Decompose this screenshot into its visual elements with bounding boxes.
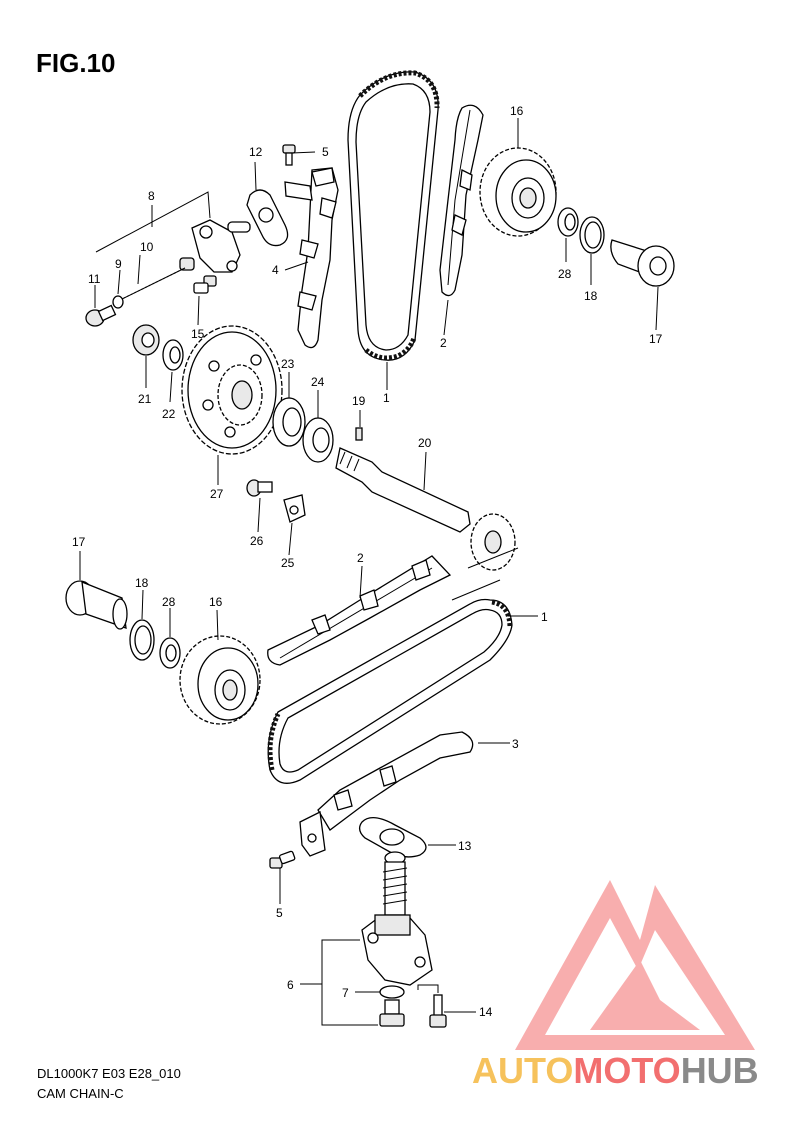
label-part-14: 14 <box>479 1005 493 1019</box>
washer-9 <box>112 295 124 309</box>
watermark-hub: HUB <box>681 1050 759 1091</box>
figure-title: FIG.10 <box>36 48 116 78</box>
label-part-9: 9 <box>115 257 122 271</box>
shaft-17-lower <box>65 580 128 630</box>
bolt-5-upper <box>282 144 296 166</box>
cam-chain-upper <box>347 70 440 361</box>
cam-chain-guide-lower <box>267 555 452 666</box>
section-name: CAM CHAIN-C <box>37 1086 124 1101</box>
label-part-6: 6 <box>287 978 294 992</box>
label-part-5-upper: 5 <box>322 145 329 159</box>
watermark-logo <box>515 880 755 1050</box>
o-ring-18-upper <box>579 216 605 254</box>
watermark-moto: MOTO <box>573 1050 680 1091</box>
label-part-17-upper: 17 <box>649 332 663 346</box>
spring-10 <box>119 267 186 301</box>
bolt-14 <box>429 994 447 1028</box>
gear-27 <box>181 325 283 455</box>
gasket-12 <box>246 189 289 247</box>
cam-chain-tensioner-lower <box>299 731 474 857</box>
label-part-19: 19 <box>352 394 366 408</box>
bolt-5-lower <box>269 850 296 869</box>
watermark-text: AUTOMOTOHUB <box>472 1050 759 1091</box>
label-part-5-lower: 5 <box>276 906 283 920</box>
label-part-22: 22 <box>162 407 176 421</box>
cam-chain-lower <box>267 598 513 784</box>
label-part-24: 24 <box>311 375 325 389</box>
label-part-16-upper: 16 <box>510 104 524 118</box>
washer-28-upper <box>557 207 579 237</box>
shaft-17-upper <box>610 239 675 287</box>
washer-28-lower <box>159 637 181 669</box>
label-part-18-upper: 18 <box>584 289 598 303</box>
bolt-15 <box>193 275 217 294</box>
label-part-21: 21 <box>138 392 152 406</box>
idler-shaft-20 <box>335 447 516 571</box>
idler-gear-16-lower <box>179 635 261 725</box>
plug-bolt-6 <box>379 999 405 1027</box>
label-part-28-upper: 28 <box>558 267 572 281</box>
label-part-16-lower: 16 <box>209 595 223 609</box>
label-part-11: 11 <box>88 272 101 286</box>
washer-22 <box>162 339 184 371</box>
bearing-24 <box>302 417 334 463</box>
bearing-23 <box>272 397 306 447</box>
label-part-8: 8 <box>148 189 155 203</box>
label-part-23: 23 <box>281 357 295 371</box>
label-part-13: 13 <box>458 839 472 853</box>
gasket-13 <box>358 817 427 858</box>
label-part-28-lower: 28 <box>162 595 176 609</box>
label-part-2-upper: 2 <box>440 336 447 350</box>
label-part-15: 15 <box>191 327 205 341</box>
label-part-7: 7 <box>342 986 349 1000</box>
plate-25 <box>283 494 306 523</box>
watermark-auto: AUTO <box>472 1050 573 1091</box>
bolt-26 <box>246 479 273 497</box>
label-part-1-lower: 1 <box>541 610 548 624</box>
tensioner-adjuster-upper <box>179 219 251 273</box>
nut-21 <box>132 324 160 356</box>
label-part-25: 25 <box>281 556 295 570</box>
key-19 <box>355 427 363 441</box>
label-part-20: 20 <box>418 436 432 450</box>
part-labels: 5 12 8 10 9 11 15 4 1 2 16 28 18 17 21 2… <box>72 104 663 1019</box>
model-code: DL1000K7 E03 E28_010 <box>37 1066 181 1081</box>
label-part-10: 10 <box>140 240 154 254</box>
label-part-2-lower: 2 <box>357 551 364 565</box>
label-part-4: 4 <box>272 263 279 277</box>
label-part-18-lower: 18 <box>135 576 149 590</box>
label-part-1-upper: 1 <box>383 391 390 405</box>
break-line-2 <box>451 579 501 601</box>
break-line-1 <box>467 547 519 569</box>
idler-gear-16-upper <box>479 147 557 237</box>
label-part-12: 12 <box>249 145 263 159</box>
o-ring-18-lower <box>129 619 155 661</box>
cam-chain-tensioner-upper <box>284 167 339 349</box>
leader-lines <box>79 118 659 1026</box>
watermark-logo-center <box>590 960 700 1030</box>
cam-chain-guide-upper <box>439 104 484 297</box>
label-part-3: 3 <box>512 737 519 751</box>
tensioner-adjuster-lower <box>361 851 433 986</box>
label-part-26: 26 <box>250 534 264 548</box>
bolt-11 <box>85 304 117 327</box>
label-part-27: 27 <box>210 487 224 501</box>
washer-7 <box>379 985 405 999</box>
label-part-17-lower: 17 <box>72 535 86 549</box>
